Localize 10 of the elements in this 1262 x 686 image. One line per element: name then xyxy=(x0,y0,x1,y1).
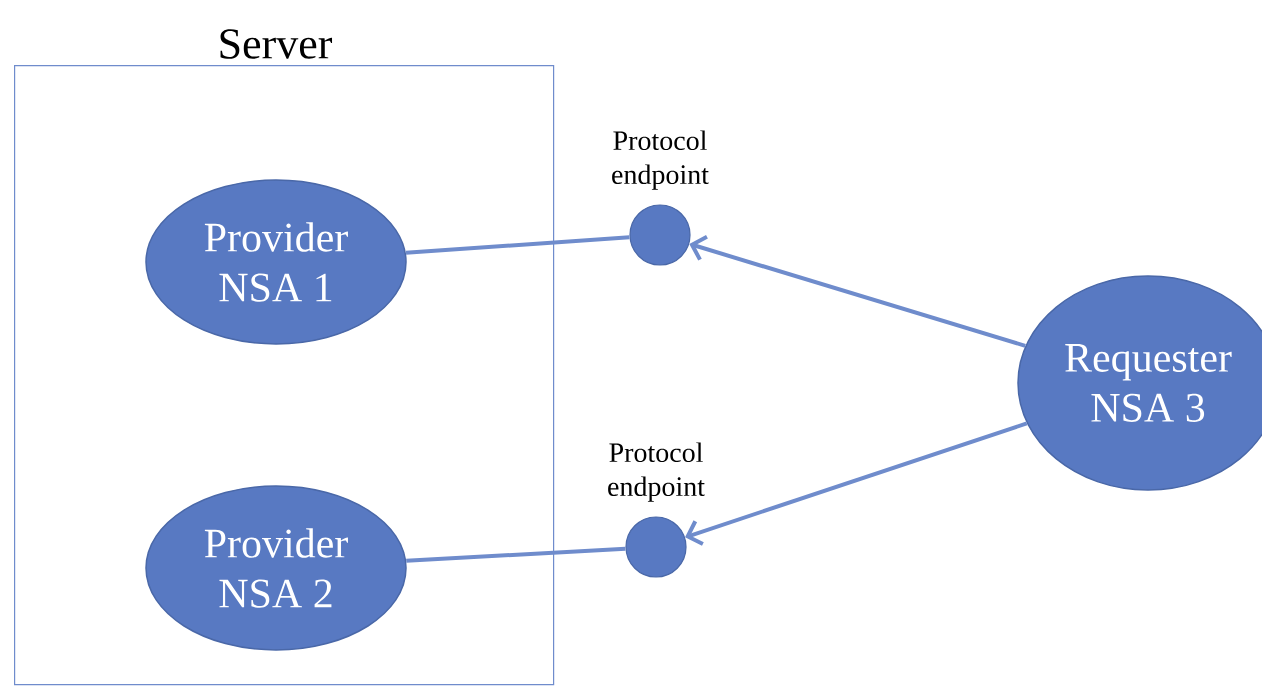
arrow xyxy=(689,234,1026,348)
ellipse-node: Provider NSA 2 xyxy=(145,485,407,651)
ellipse-node: Provider NSA 1 xyxy=(145,179,407,345)
arrow xyxy=(685,421,1028,546)
connector-line xyxy=(406,546,626,563)
endpoint-label: Protocol endpoint xyxy=(612,130,709,190)
box-heading: Server xyxy=(220,29,333,59)
ellipse-node: Requester NSA 3 xyxy=(1017,275,1262,491)
connector-line xyxy=(405,235,630,255)
endpoint-label: Protocol endpoint xyxy=(608,442,705,502)
